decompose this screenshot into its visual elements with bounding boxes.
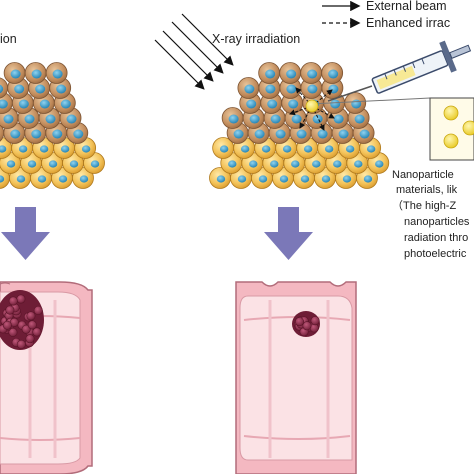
annotation-line-3: （The high-Z [392, 200, 457, 212]
left-panel-label: ion [0, 32, 17, 46]
tumor-cell [344, 92, 367, 114]
tumor-nodule [16, 294, 26, 304]
tumor-nodule [310, 316, 320, 326]
tumor-cell [24, 62, 47, 84]
tumor-nodule [25, 334, 35, 344]
syringe-icon [327, 40, 472, 102]
tumor-cell [258, 62, 281, 84]
tumor-nodule [2, 320, 12, 330]
tumor-nodule [27, 320, 37, 330]
annotation-line-5: radiation thro [404, 232, 469, 244]
annotation-line-6: photoelectric [404, 248, 467, 260]
tumor-cell [300, 62, 323, 84]
xray-beam-icon [154, 13, 234, 90]
tumor-cell [237, 77, 260, 99]
tumor-nodule [5, 305, 15, 315]
colon-section-small-tumor [235, 281, 357, 474]
tumor-cell [258, 77, 281, 99]
annotation-line-4: nanoparticles [404, 216, 470, 228]
tumor-nodule [8, 296, 18, 306]
legend-item-external-beam: External beam [366, 0, 447, 13]
nanoparticle [305, 99, 319, 113]
tumor-nodule [16, 339, 26, 349]
enhanced-irradiation-arrows [289, 87, 335, 131]
down-arrow-icon [264, 207, 313, 260]
annotation-line-2: materials, lik [396, 184, 458, 196]
tumor-nodule [295, 317, 305, 327]
tumor-nodule [21, 324, 31, 334]
nanoparticle-vial-icon [309, 97, 474, 161]
legend-symbols [322, 0, 361, 29]
tumor-cell [45, 122, 68, 144]
tumor-nodule [302, 321, 312, 331]
tumor-cell [321, 62, 344, 84]
tumor-nodule [8, 327, 18, 337]
tumor-cell [242, 107, 265, 129]
annotation-line-1: Nanoparticle [392, 169, 454, 181]
tumor-mass-small [292, 311, 320, 337]
down-arrow-icon [1, 207, 50, 260]
tumor-cell [45, 62, 68, 84]
tumor-cell [3, 62, 26, 84]
legend-item-enhanced-irradiation: Enhanced irrac [366, 16, 451, 30]
tumor-mass-large [0, 290, 44, 350]
tumor-nodule [33, 305, 43, 315]
tumor-cell-cluster-right [209, 62, 390, 189]
normal-cell [212, 137, 235, 159]
tumor-nodule [26, 311, 36, 321]
right-panel-label: X-ray irradiation [212, 32, 301, 46]
tumor-cell [279, 62, 302, 84]
tumor-cell [221, 107, 244, 129]
tumor-nodule [32, 327, 42, 337]
tumor-cell-cluster-left [0, 62, 105, 189]
